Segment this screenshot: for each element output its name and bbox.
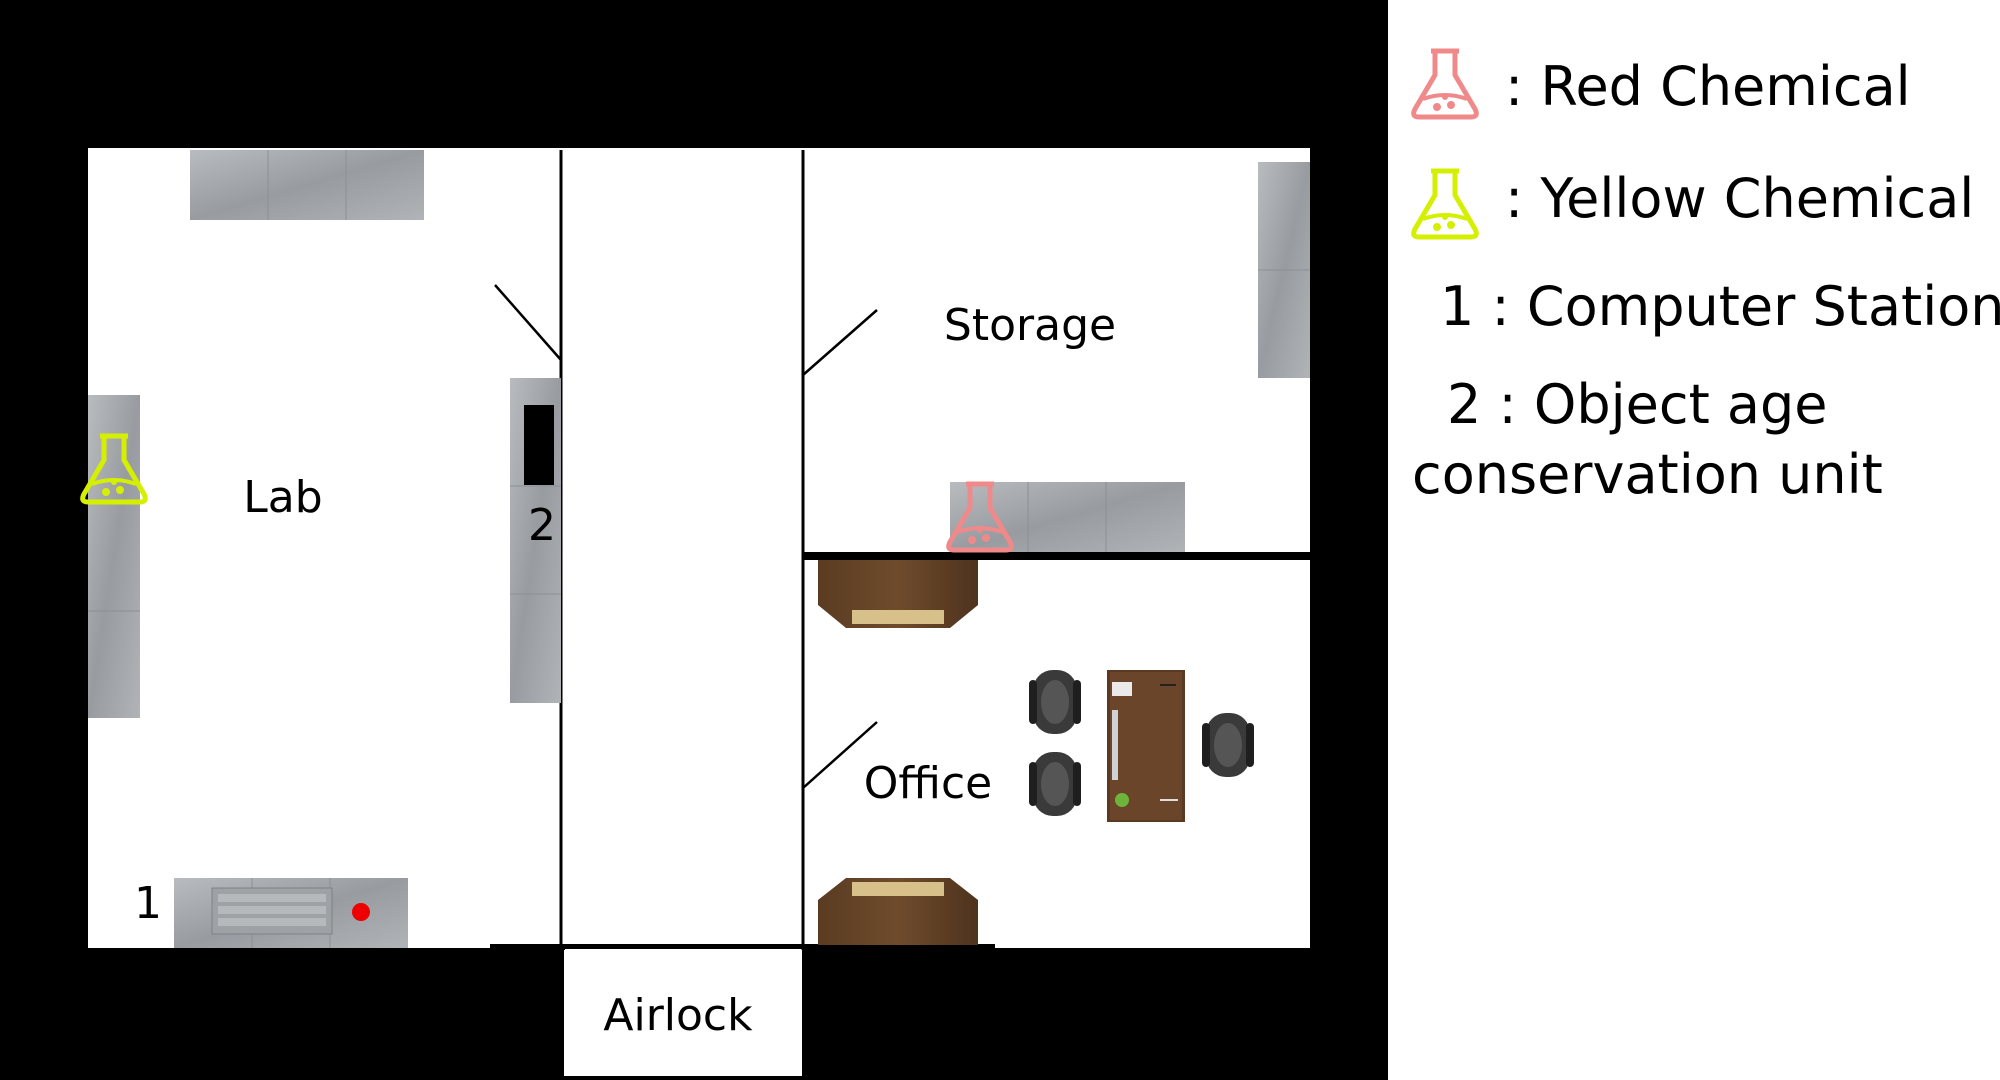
room-label-lab: Lab [243, 472, 322, 523]
conservation-unit[interactable] [510, 378, 561, 703]
office-cabinet-bottom [818, 878, 978, 945]
legend-computer-station: 1 : Computer Station [1440, 275, 2000, 338]
lab-top-counter [190, 150, 424, 220]
legend-conservation-line2: conservation unit [1412, 443, 1883, 506]
legend-red-flask-icon [1414, 51, 1477, 117]
wall-lab-bottom [490, 944, 565, 950]
legend-conservation-line1: 2 : Object age [1447, 373, 1828, 436]
desk-plant-icon [1115, 793, 1129, 807]
computer-station-number: 1 [134, 878, 162, 929]
legend-yellow-flask-icon [1414, 171, 1477, 237]
lab-left-counter [88, 395, 140, 718]
player-marker-dot [352, 903, 370, 921]
room-label-storage: Storage [944, 300, 1116, 351]
wall-airlock-top [564, 944, 802, 949]
office-chair-icon [1029, 752, 1081, 816]
airlock-floor [564, 948, 802, 1076]
desk-mouse-icon [1112, 682, 1132, 696]
lab-door[interactable] [494, 284, 562, 361]
conservation-unit-panel[interactable] [524, 405, 554, 485]
office-chair-icon [1202, 713, 1254, 777]
room-label-office: Office [864, 758, 992, 809]
legend-red-chemical: : Red Chemical [1505, 55, 1911, 118]
office-desk [1107, 670, 1185, 822]
wall-office-bottom [803, 944, 995, 950]
office-chair-icon [1029, 670, 1081, 734]
room-label-airlock: Airlock [603, 990, 753, 1041]
office-cabinet-top [818, 560, 978, 628]
office-door[interactable] [802, 721, 878, 789]
legend-yellow-chemical: : Yellow Chemical [1505, 167, 1974, 230]
storage-right-counter [1258, 162, 1310, 378]
storage-door[interactable] [802, 309, 878, 376]
computer-station[interactable] [174, 878, 408, 948]
desk-keyboard-icon [1112, 710, 1118, 780]
conservation-unit-number: 2 [528, 500, 556, 551]
wall-storage-office [803, 552, 1310, 560]
keyboard-icon [211, 887, 333, 935]
